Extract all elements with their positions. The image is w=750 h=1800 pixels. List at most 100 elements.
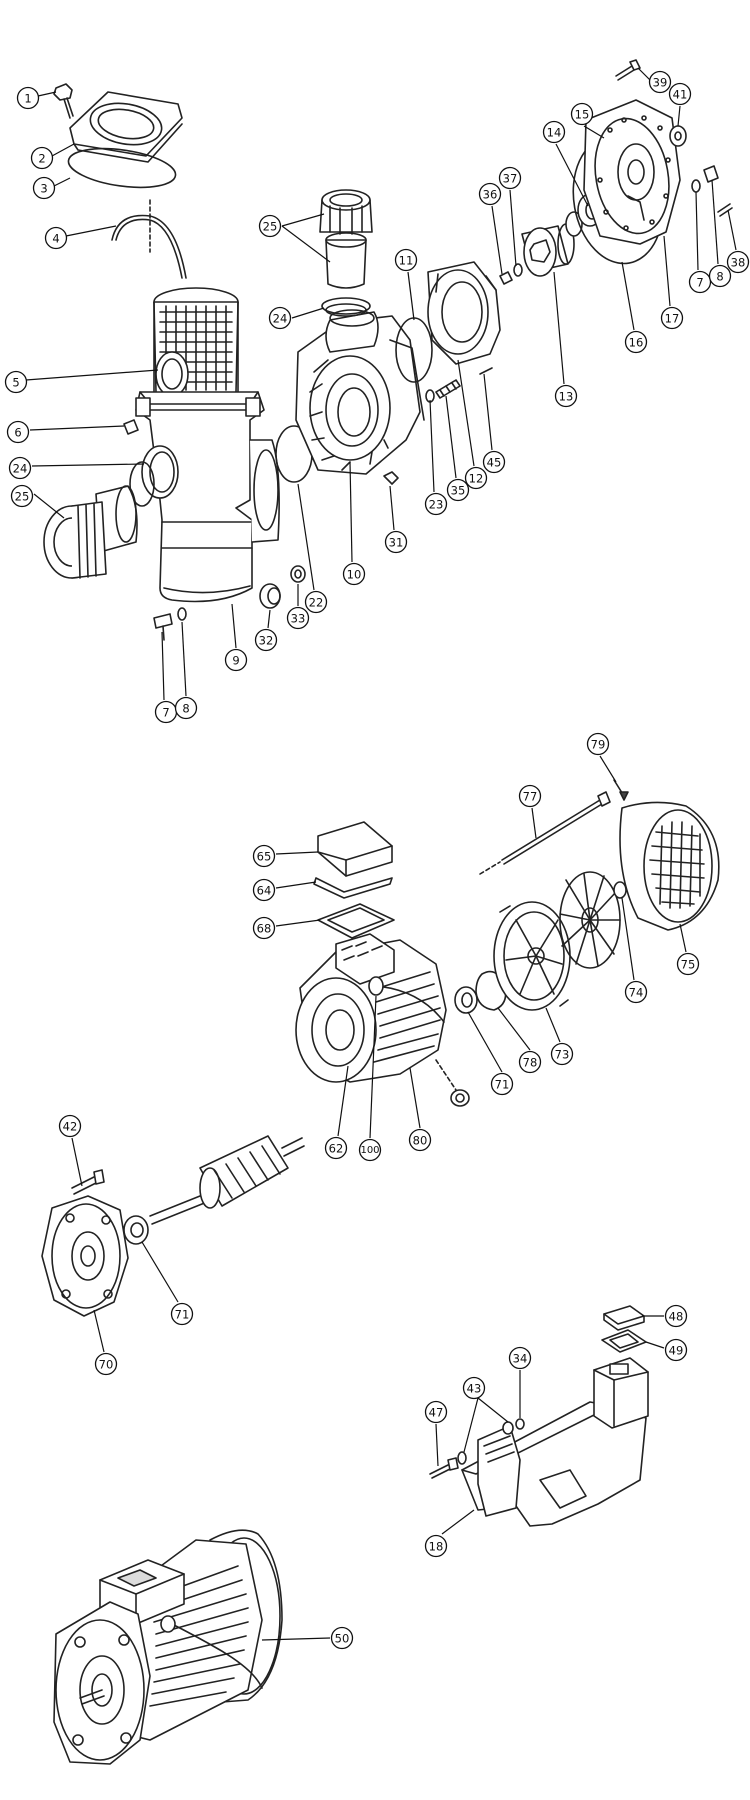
- callout-number: 71: [495, 1078, 510, 1092]
- callout-c10: 10: [342, 562, 366, 586]
- callout-number: 6: [14, 426, 21, 440]
- part-washer-37: [513, 263, 523, 277]
- callout-c7b: 7: [688, 270, 712, 294]
- part-bolt-39: [615, 59, 641, 81]
- callout-c11: 11: [394, 248, 418, 272]
- callout-circle: [446, 478, 470, 502]
- callout-number: 42: [63, 1120, 78, 1134]
- bottom-left-leaders: [261, 1637, 331, 1641]
- part-knob-screw: [53, 83, 74, 119]
- callout-c36: 36: [478, 182, 502, 206]
- callout-number: 77: [523, 790, 538, 804]
- callout-c74: 74: [624, 980, 648, 1004]
- callout-c42: 42: [58, 1114, 82, 1138]
- callout-c50: 50: [330, 1626, 354, 1650]
- callout-c22: 22: [304, 590, 328, 614]
- callout-c100: 100: [358, 1138, 382, 1162]
- callout-number: 80: [413, 1134, 428, 1148]
- callout-number: 23: [429, 498, 444, 512]
- callout-number: 11: [399, 254, 414, 268]
- callout-circle: [304, 590, 328, 614]
- part-motor-plug: [435, 1059, 470, 1107]
- part-impeller-13: [521, 223, 575, 277]
- part-washer-34: [515, 1418, 525, 1430]
- callout-number: 43: [467, 1382, 482, 1396]
- callout-c37: 37: [498, 166, 522, 190]
- callout-circle: [16, 86, 40, 110]
- callout-number: 7: [696, 276, 703, 290]
- callout-c48: 48: [664, 1304, 688, 1328]
- callout-circle: [6, 420, 30, 444]
- callout-c80: 80: [408, 1128, 432, 1152]
- part-fan-cover-75: [619, 801, 720, 931]
- callout-number: 38: [731, 256, 746, 270]
- callout-number: 17: [665, 312, 680, 326]
- callout-number: 3: [40, 182, 47, 196]
- callout-c35: 35: [446, 478, 470, 502]
- part-base-18: [461, 1357, 649, 1527]
- callout-circle: [518, 1050, 542, 1074]
- callout-c8b: 8: [708, 264, 732, 288]
- callout-circle: [660, 306, 684, 330]
- part-circlip-74: [613, 881, 627, 899]
- callout-circle: [490, 1072, 514, 1096]
- part-o-ring-24-left: [129, 445, 179, 507]
- part-impeller-screw-36: [499, 271, 513, 285]
- callout-number: 47: [429, 1406, 444, 1420]
- callout-circle: [542, 120, 566, 144]
- callout-number: 37: [503, 172, 518, 186]
- callout-c47: 47: [424, 1400, 448, 1424]
- callout-c75: 75: [676, 952, 700, 976]
- callout-circle: [286, 606, 310, 630]
- callout-number: 15: [575, 108, 590, 122]
- part-bolt-35: [435, 379, 461, 399]
- part-plug-32: [259, 583, 281, 609]
- callout-number: 75: [681, 958, 696, 972]
- callout-circle: [550, 1042, 574, 1066]
- part-front-end-shield-70: [41, 1195, 129, 1317]
- callout-c12: 12: [464, 466, 488, 490]
- part-nut-33: [290, 565, 306, 583]
- middle-leaders: [71, 755, 687, 1353]
- part-bolt-47: [429, 1457, 459, 1479]
- callout-circle: [384, 530, 408, 554]
- callout-number: 32: [259, 634, 274, 648]
- callout-number: 16: [629, 336, 644, 350]
- part-motor-housing-80: [295, 933, 447, 1083]
- callout-c15: 15: [570, 102, 594, 126]
- callout-c38: 38: [726, 250, 750, 274]
- part-bolt-42: [71, 1169, 105, 1195]
- part-gasket-68: [317, 903, 395, 939]
- part-screw-79: [613, 779, 629, 801]
- callout-number: 100: [360, 1145, 379, 1156]
- callout-circle: [624, 330, 648, 354]
- part-nut-43: [457, 1421, 514, 1465]
- callout-circle: [30, 146, 54, 170]
- callout-circle: [342, 562, 366, 586]
- callout-c9: 9: [224, 648, 248, 672]
- callout-c64: 64: [252, 878, 276, 902]
- callout-c24b: 24: [268, 306, 292, 330]
- callout-circle: [648, 70, 672, 94]
- callout-circle: [708, 264, 732, 288]
- part-rotor-shaft: [149, 1135, 305, 1225]
- callout-number: 24: [273, 312, 288, 326]
- callout-c6: 6: [6, 420, 30, 444]
- callout-c18: 18: [424, 1534, 448, 1558]
- callout-number: 12: [469, 472, 484, 486]
- callout-circle: [570, 102, 594, 126]
- callout-c32: 32: [254, 628, 278, 652]
- callout-c25b: 25: [258, 214, 282, 238]
- callout-c71a: 71: [490, 1072, 514, 1096]
- callout-c41: 41: [668, 82, 692, 106]
- part-cooling-fan: [559, 871, 621, 969]
- callout-c71b: 71: [170, 1302, 194, 1326]
- callout-circle: [498, 166, 522, 190]
- callout-circle: [408, 1128, 432, 1152]
- part-strainer-housing: [135, 391, 280, 603]
- part-union-nut-left: [43, 485, 138, 579]
- callout-circle: [394, 248, 418, 272]
- callout-circle: [554, 384, 578, 408]
- callout-c25a: 25: [10, 484, 34, 508]
